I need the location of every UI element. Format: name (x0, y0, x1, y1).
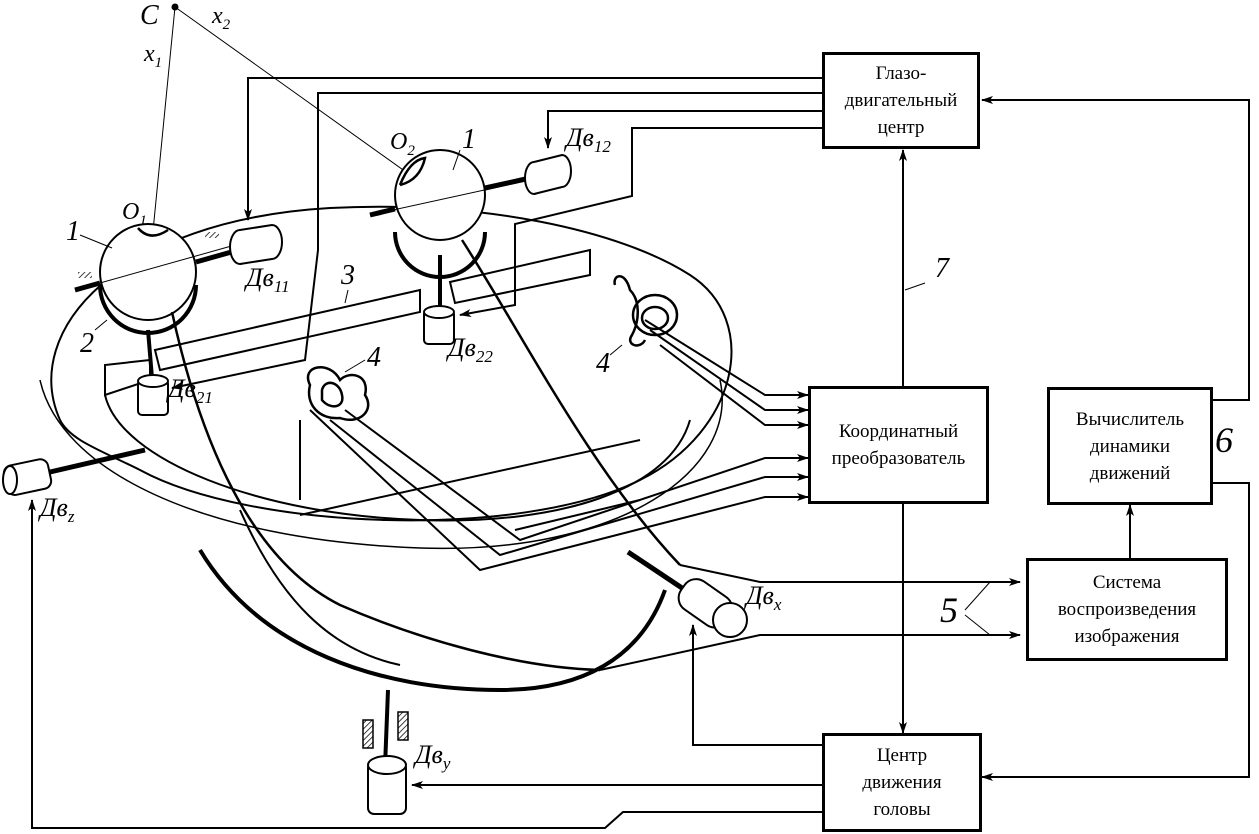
dv11-base: Дв (246, 263, 274, 292)
vestibular-right (613, 275, 679, 347)
wire-dv11 (244, 77, 822, 221)
motor-dvz-body (2, 447, 146, 496)
label-x2: x2 (212, 4, 230, 33)
callout-eye-left: 1 (66, 216, 80, 247)
callout-line-7: 7 (935, 253, 949, 284)
oculomotor-line-1: Глазо- (875, 63, 927, 84)
callout-line-5: 5 (940, 590, 958, 630)
eye-right (369, 149, 531, 310)
line-6-top (981, 96, 1250, 401)
label-dv12: Дв12 (566, 123, 611, 156)
label-dv22: Дв22 (448, 333, 493, 366)
inner-frame (104, 248, 641, 531)
calculator-line-2: динамики (1089, 435, 1171, 457)
wire-dv21 (171, 92, 822, 390)
block-dynamics-calculator: Вычислитель динамики движений (1047, 387, 1213, 505)
label-dvz: Двz (40, 493, 75, 526)
block-connections (28, 96, 1250, 829)
callout-vestibular-left: 4 (367, 342, 381, 373)
dvx-base: Дв (746, 581, 774, 610)
head-line-1: Центр (876, 745, 928, 766)
vestibular-wires (309, 319, 809, 572)
label-x1-base: x (144, 41, 155, 67)
line-5-bottom (599, 631, 1021, 671)
motor-dv11-body (229, 223, 283, 265)
motor-dv12-body (524, 153, 572, 195)
head-line-2: движения (862, 772, 942, 793)
calculator-line-1: Вычислитель (1075, 408, 1185, 430)
dv11-sub: 11 (273, 277, 290, 296)
head-line-3: головы (873, 799, 931, 820)
label-dvx: Двx (746, 581, 782, 614)
dv12-sub: 12 (593, 137, 611, 156)
block-image-reproduction: Система воспроизведения изображения (1026, 558, 1228, 661)
label-x2-base: x (212, 3, 223, 29)
dvx-sub: x (773, 595, 782, 614)
label-c-text: C (140, 0, 159, 31)
callout-vestibular-right: 4 (596, 348, 610, 379)
label-x1-sub: 1 (154, 54, 163, 71)
motor-dv22-body (423, 305, 455, 345)
block-oculomotor-center: Глазо- двигательный центр (822, 52, 980, 149)
dv12-base: Дв (566, 123, 594, 152)
line-head-dvx (689, 624, 822, 746)
line-head-dvz (28, 499, 822, 829)
label-c: C (140, 2, 159, 30)
label-dv11: Дв11 (246, 263, 290, 296)
oculomotor-line-2: двигательный (844, 90, 958, 111)
label-o1: O1 (122, 200, 147, 229)
label-o1-base: O (122, 199, 140, 225)
callout-platform: 3 (341, 260, 355, 291)
motor-dvy-body (362, 689, 409, 815)
dvy-base: Дв (415, 740, 443, 769)
motor-dvx-body (626, 549, 748, 638)
dvz-sub: z (67, 507, 75, 526)
label-o1-sub: 1 (139, 212, 147, 229)
dvz-base: Дв (40, 493, 68, 522)
calculator-line-3: движений (1089, 462, 1171, 484)
dv21-base: Дв (168, 374, 196, 403)
line-6-bottom (981, 482, 1250, 781)
block-coordinate-converter: Координатный преобразователь (808, 386, 989, 504)
image-line-3: изображения (1074, 626, 1180, 647)
callout-gimbal: 2 (80, 328, 94, 359)
callout-eye-right: 1 (462, 124, 476, 155)
vestibular-left (306, 366, 370, 421)
image-line-1: Система (1092, 572, 1162, 593)
line-5-top (679, 564, 1021, 586)
eye-left (74, 223, 236, 379)
motor-dv21-body (137, 374, 169, 416)
dvy-sub: y (442, 754, 451, 773)
head-platform (39, 205, 733, 693)
label-o2: O2 (390, 130, 415, 159)
label-x1: x1 (144, 42, 162, 71)
wire-dv22 (459, 127, 822, 317)
label-o2-sub: 2 (407, 142, 415, 159)
label-dv21: Дв21 (168, 374, 213, 407)
dv22-sub: 22 (475, 347, 493, 366)
label-o2-base: O (390, 129, 408, 155)
converter-line-1: Координатный (838, 421, 959, 442)
label-dvy: Двy (415, 740, 451, 773)
eye-cords (170, 239, 681, 672)
block-head-motion-center: Центр движения головы (822, 733, 982, 832)
dv21-sub: 21 (195, 388, 213, 407)
callout-line-6: 6 (1215, 420, 1233, 460)
dv22-base: Дв (448, 333, 476, 362)
label-x2-sub: 2 (222, 16, 231, 33)
oculomotor-wires (171, 77, 822, 390)
oculomotor-line-3: центр (877, 117, 925, 138)
wire-dv12 (544, 110, 822, 149)
image-line-2: воспроизведения (1057, 599, 1197, 620)
converter-line-2: преобразователь (831, 448, 966, 469)
